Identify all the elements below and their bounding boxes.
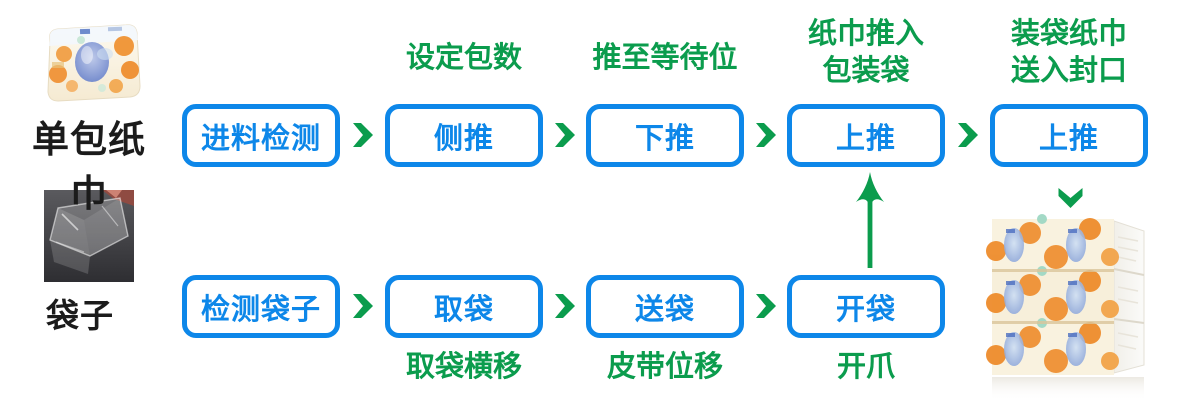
step-note-open-claw: 开爪 [836, 351, 895, 383]
step-label: 开袋 [835, 293, 896, 326]
step-label: 下推 [634, 122, 695, 155]
flow-arrow-right-icon [955, 122, 981, 148]
flow-arrow-down-icon [1057, 185, 1083, 211]
flow-arrow-up-icon [856, 172, 884, 268]
step-box-open-bag: 开袋 [787, 275, 945, 338]
plastic-bag-image [44, 190, 134, 282]
flow-arrow-right-icon [350, 122, 376, 148]
step-box-detect-bag: 检测袋子 [182, 275, 340, 338]
step-box-side-push: 侧推 [385, 104, 543, 167]
top-source-label: 单包纸巾 [32, 119, 146, 214]
flow-arrow-right-icon [552, 122, 578, 148]
flow-arrow-right-icon [753, 122, 779, 148]
step-box-send-bag: 送袋 [586, 275, 744, 338]
step-label: 送袋 [634, 293, 695, 326]
step-note-push-to-wait: 推至等待位 [592, 42, 738, 74]
step-box-feed-detect: 进料检测 [182, 104, 340, 167]
tissue-pack-image [36, 10, 148, 108]
step-note-send-to-seal: 装袋纸巾 送入封口 [1010, 18, 1127, 87]
flow-arrow-right-icon [552, 293, 578, 319]
step-label: 侧推 [433, 122, 494, 155]
step-label: 进料检测 [200, 122, 321, 155]
flow-arrow-right-icon [350, 293, 376, 319]
step-box-up-push-1: 上推 [787, 104, 945, 167]
step-box-up-push-2: 上推 [990, 104, 1148, 167]
bagged-tissue-bundle-image [986, 207, 1154, 403]
bottom-source-label: 袋子 [46, 297, 114, 334]
step-note-push-into-bag: 纸巾推入 包装袋 [807, 18, 924, 87]
step-note-set-pack-count: 设定包数 [405, 42, 522, 74]
step-label: 上推 [835, 122, 896, 155]
flow-arrow-right-icon [753, 293, 779, 319]
step-note-take-bag-traverse: 取袋横移 [405, 351, 522, 383]
step-label: 取袋 [433, 293, 494, 326]
step-box-take-bag: 取袋 [385, 275, 543, 338]
step-label: 检测袋子 [200, 293, 321, 326]
step-label: 上推 [1038, 122, 1099, 155]
step-note-belt-shift: 皮带位移 [606, 351, 723, 383]
step-box-down-push: 下推 [586, 104, 744, 167]
